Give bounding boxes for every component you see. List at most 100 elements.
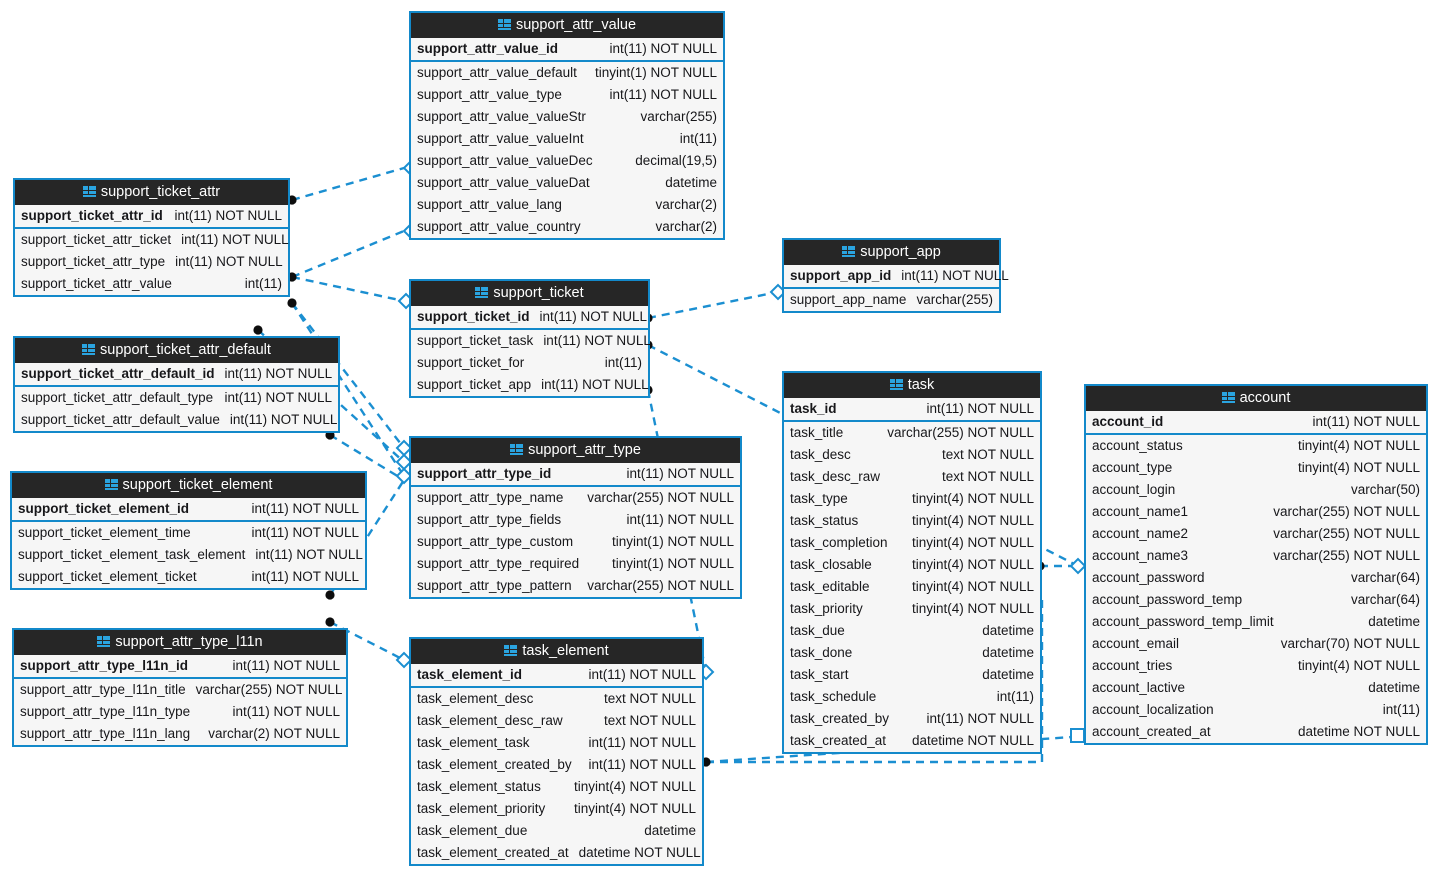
entity-header[interactable]: account (1086, 386, 1426, 411)
entity-table[interactable]: support_ticket_attr_default support_ticke… (13, 336, 340, 433)
field-name: support_attr_type_required (417, 556, 580, 571)
relation-endpoint-square (1070, 728, 1085, 743)
table-icon (82, 186, 96, 197)
field-type: int(11) (996, 689, 1034, 704)
entity-header[interactable]: task (784, 373, 1040, 398)
relation-endpoint-dot (325, 617, 335, 627)
field-type: int(11) NOT NULL (174, 208, 282, 223)
field-name: task_schedule (790, 689, 877, 704)
field-type: tinyint(4) NOT NULL (911, 513, 1034, 528)
entity-header[interactable]: support_attr_value (411, 13, 723, 38)
entity-header[interactable]: support_attr_type_l11n (14, 630, 346, 655)
field-name: support_attr_value_lang (417, 197, 562, 212)
entity-title: support_app (860, 244, 941, 260)
field-name: support_attr_type_l11n_type (20, 704, 191, 719)
field-type: int(11) NOT NULL (251, 569, 359, 584)
field-name: support_attr_type_l11n_id (20, 658, 189, 673)
field-type: int(11) NOT NULL (251, 501, 359, 516)
field-type: int(11) NOT NULL (609, 87, 717, 102)
relation-line (291, 166, 405, 202)
relation-endpoint-dot (253, 325, 263, 335)
entity-header[interactable]: support_app (784, 240, 999, 265)
field-name: support_attr_type_pattern (417, 578, 572, 593)
field-name: task_element_status (417, 779, 541, 794)
field-type: int(11) NOT NULL (181, 232, 289, 247)
entity-header[interactable]: support_ticket_attr (15, 180, 288, 205)
field-type: varchar(50) (1350, 482, 1420, 497)
field-name: support_app_name (790, 292, 907, 307)
entity-header[interactable]: support_ticket_attr_default (15, 338, 338, 363)
field-name: task_element_desc (417, 691, 534, 706)
field-type: decimal(19,5) (635, 153, 717, 168)
field-name: account_name1 (1092, 504, 1189, 519)
field-type: datetime (982, 667, 1034, 682)
relation-line (647, 290, 779, 320)
entity-header[interactable]: support_attr_type (411, 438, 740, 463)
field-name: account_password_temp (1092, 592, 1243, 607)
entity-title: support_attr_value (515, 17, 637, 33)
entity-title: support_ticket_attr (100, 184, 221, 200)
field-row: support_attr_value_country varchar(2) (411, 216, 723, 238)
field-name: support_ticket_element_id (18, 501, 190, 516)
field-name: support_attr_value_valueDat (417, 175, 590, 190)
entity-table[interactable]: support_attr_type_l11n support_attr_type_… (12, 628, 348, 747)
field-name: account_name3 (1092, 548, 1189, 563)
field-type: tinyint(4) NOT NULL (573, 801, 696, 816)
field-type: int(11) NOT NULL (224, 366, 333, 381)
entity-header[interactable]: support_ticket (411, 281, 648, 306)
field-type: int(11) NOT NULL (232, 704, 340, 719)
field-type: int(11) (679, 131, 717, 146)
field-name: task_element_priority (417, 801, 546, 816)
field-name: support_attr_value_country (417, 219, 581, 234)
entity-title: task_element (522, 643, 609, 659)
table-icon (104, 479, 118, 490)
field-type: varchar(255) NOT NULL (587, 490, 734, 505)
field-name: support_ticket_task (417, 333, 534, 348)
entity-header[interactable]: support_ticket_element (12, 473, 365, 498)
field-type: datetime (644, 823, 696, 838)
field-type: varchar(2) (655, 219, 717, 234)
entity-title: support_ticket_attr_default (100, 342, 271, 358)
entity-table[interactable]: support_ticket_element support_ticket_ele… (10, 471, 367, 590)
field-name: support_attr_type_id (417, 466, 552, 481)
field-name: account_email (1092, 636, 1180, 651)
field-type: varchar(255) NOT NULL (195, 682, 343, 697)
entity-header[interactable]: task_element (411, 639, 702, 664)
field-name: account_lactive (1092, 680, 1186, 695)
field-name: account_status (1092, 438, 1183, 453)
